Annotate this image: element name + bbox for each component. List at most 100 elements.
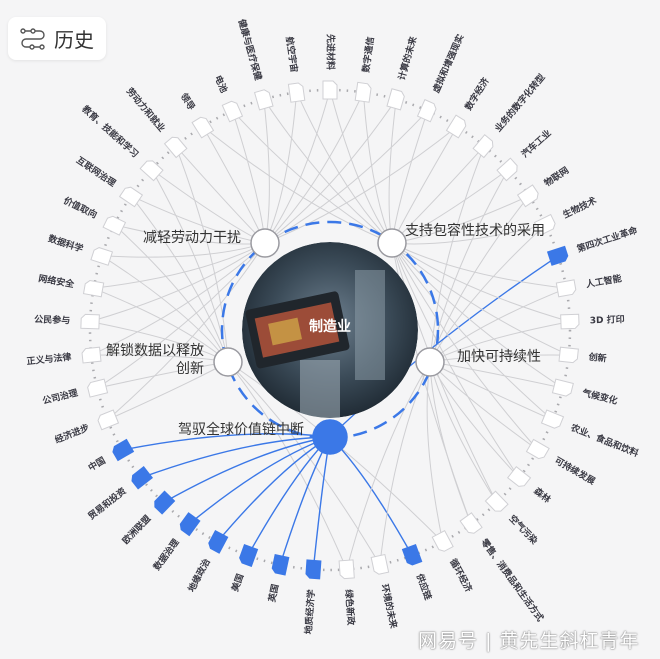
topic-node-label[interactable]: 地缘政治 [185,557,213,594]
topic-node[interactable] [506,466,532,489]
hub-node[interactable] [213,347,243,377]
topic-node[interactable] [546,245,569,266]
topic-node-label[interactable]: 创新 [587,351,607,365]
topic-node-label[interactable]: 生物技术 [561,194,599,221]
topic-node-label[interactable]: 英国 [266,583,282,604]
topic-node-label[interactable]: 第四次工业革命 [575,224,640,255]
hub-node[interactable] [312,419,348,455]
topic-node-label[interactable]: 互联网治理 [74,154,118,189]
topic-node-label[interactable]: 数字通信 [360,36,377,73]
topic-node-label[interactable]: 数字经济 [462,75,492,113]
topic-node[interactable] [221,100,244,123]
topic-node-label[interactable]: 数据治理 [151,536,182,572]
topic-node-label[interactable]: 正义与法律 [26,351,72,368]
topic-node-label[interactable]: 地质经济学 [302,589,317,635]
topic-node[interactable] [271,553,290,576]
topic-node[interactable] [370,553,390,576]
topic-node[interactable] [533,213,557,236]
topic-node[interactable] [253,89,274,111]
topic-node-label[interactable]: 公民参与 [34,313,70,326]
center-topic-label[interactable]: 制造业 [309,319,351,335]
hub-node[interactable] [415,347,445,377]
topic-node[interactable] [496,157,520,182]
topic-node-label[interactable]: 公司治理 [41,387,79,407]
hub-node[interactable] [377,228,407,258]
topic-node[interactable] [207,529,229,554]
topic-node-label[interactable]: 环境的未来 [379,583,400,630]
topic-node-label[interactable]: 劳动力和就业 [124,85,168,134]
topic-node-label[interactable]: 循环经济 [447,557,475,595]
hub-label-data-innovation[interactable]: 解锁数据以释放创新 [106,343,204,377]
center-image[interactable] [242,242,418,430]
topic-node-label[interactable]: 经济进步 [53,421,91,446]
topic-node-label[interactable]: 可持续发展 [552,454,597,487]
topic-node-label[interactable]: 中国 [86,454,108,473]
topic-node-label[interactable]: 计算的未来 [395,34,419,82]
topic-node-label[interactable]: 零售、消费品和生活方式 [478,536,546,624]
topic-node-label[interactable]: 价值取向 [62,194,100,221]
hub-label-labor[interactable]: 减轻劳动力干扰 [143,230,241,246]
topic-node[interactable] [445,114,467,139]
topic-node[interactable] [322,80,338,100]
topic-node[interactable] [386,88,405,111]
hub-label-value-chain[interactable]: 驾驭全球价值链中断 [178,422,304,438]
topic-node-label[interactable]: 美国 [229,572,246,593]
topic-node[interactable] [484,490,509,514]
topic-node-label[interactable]: 绿色新政 [343,589,358,627]
topic-node-label[interactable]: 领导 [178,91,198,113]
topic-node-label[interactable]: 健康与医疗保健 [236,18,265,82]
topic-node-label[interactable]: 供应链 [413,571,434,602]
topic-node[interactable] [525,438,550,460]
topic-node[interactable] [555,279,577,298]
topic-node[interactable] [238,544,259,567]
topic-node-label[interactable]: 贸易和投资 [86,485,129,522]
topic-node-label[interactable]: 教育、技能和学习 [79,102,141,160]
topic-node[interactable] [431,529,454,553]
topic-node-label[interactable]: 空气污染 [507,512,541,547]
topic-node[interactable] [401,544,423,567]
topic-node-label[interactable]: 航空宇宙 [283,36,300,73]
hub-node[interactable] [250,228,280,258]
hub-label-sustainability[interactable]: 加快可持续性 [457,349,541,365]
topic-node[interactable] [152,490,176,515]
topic-node-label[interactable]: 气候变化 [580,386,619,407]
topic-node[interactable] [305,559,322,580]
topic-node[interactable] [287,82,306,103]
topic-node[interactable] [459,512,483,536]
topic-node[interactable] [516,184,541,208]
topic-node[interactable] [540,409,565,430]
topic-node[interactable] [90,246,114,266]
topic-node-label[interactable]: 欧洲联盟 [120,512,154,546]
topic-node-label[interactable]: 数据科学 [47,232,85,255]
topic-node[interactable] [80,313,100,330]
topic-node[interactable] [558,346,579,364]
topic-node-label[interactable]: 森林 [532,485,554,506]
topic-node[interactable] [111,438,135,462]
topic-node[interactable] [178,512,201,537]
topic-node-label[interactable]: 物联网 [542,164,571,189]
topic-node[interactable] [338,559,355,580]
topic-node-label[interactable]: 虚拟和增强现实 [430,32,467,94]
topic-node-label[interactable]: 网络安全 [37,272,76,290]
hub-label-inclusive-tech[interactable]: 支持包容性技术的采用 [405,223,545,239]
topic-node[interactable] [139,158,164,182]
topic-node-label[interactable]: 电池 [212,73,230,94]
topic-node[interactable] [191,115,215,139]
topic-node[interactable] [560,313,580,330]
topic-node[interactable] [118,185,144,208]
history-button[interactable]: 历史 [8,17,106,60]
topic-node[interactable] [82,280,105,298]
topic-node[interactable] [472,134,495,159]
topic-node-label[interactable]: 农业、食品和饮料 [568,421,640,459]
topic-node[interactable] [102,215,127,236]
topic-node[interactable] [551,378,574,397]
topic-node-label[interactable]: 先进材料 [325,34,337,70]
topic-node[interactable] [87,378,109,398]
topic-node-label[interactable]: 汽车工业 [519,127,554,160]
topic-node[interactable] [129,466,154,490]
topic-node[interactable] [163,135,188,159]
topic-node-label[interactable]: 人工智能 [584,272,623,290]
topic-node[interactable] [416,98,438,123]
topic-node[interactable] [97,409,120,431]
topic-node[interactable] [354,81,372,103]
